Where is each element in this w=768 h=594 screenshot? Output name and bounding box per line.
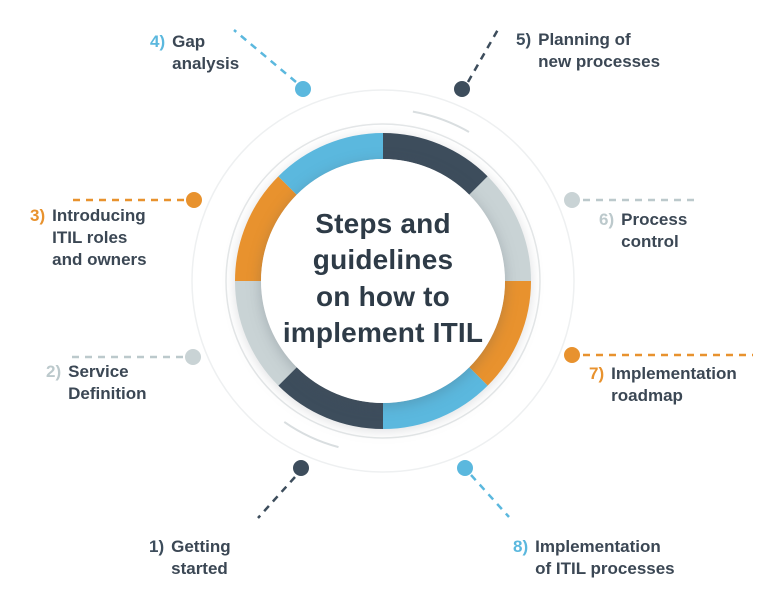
step-dot-3 [186,192,202,208]
connector-line-4 [233,29,297,83]
ring-segment-3 [235,176,297,282]
center-title: Steps and guidelines on how to implement… [282,208,484,349]
step-dot-8 [457,460,473,476]
step-text-1: Getting started [171,537,231,578]
step-number-3: 3) [30,206,46,225]
inner-guide-circle [225,123,541,439]
connector-line-1 [257,476,296,519]
step-number-8: 8) [513,537,529,556]
step-text-4: Gap analysis [172,32,240,73]
step-label-6: 6) Process control [599,209,687,253]
step-label-5: 5) Planning of new processes [516,29,660,73]
ring-segment-5 [382,133,488,195]
step-ring [235,133,531,429]
step-dot-4 [295,81,311,97]
step-label-7: 7) Implementation roadmap [589,363,737,407]
ring-segment-6 [469,176,531,282]
step-number-6: 6) [599,210,615,229]
step-number-5: 5) [516,30,532,49]
step-number-7: 7) [589,364,605,383]
step-label-8: 8) Implementation of ITIL processes [513,536,675,580]
step-text-6: Process control [621,210,688,251]
step-text-3: Introducing ITIL roles and owners [52,206,147,269]
step-text-5: Planning of new processes [538,30,661,71]
step-dot-2 [185,349,201,365]
step-label-4: 4) Gap analysis [150,31,239,75]
step-dot-7 [564,347,580,363]
ring-segment-8 [382,367,488,429]
ring-segment-4 [278,133,384,195]
step-text-8: Implementation of ITIL processes [535,537,675,578]
ring-segment-1 [278,367,384,429]
ring-segment-2 [235,280,297,386]
connector-line-8 [470,474,510,518]
step-number-1: 1) [149,537,165,556]
step-dot-5 [454,81,470,97]
center-disc [261,159,505,403]
decorative-arc-bottom-left [283,421,339,449]
decorative-arc-top-right [412,110,470,133]
step-label-3: 3) Introducing ITIL roles and owners [30,205,147,270]
step-text-7: Implementation roadmap [611,364,737,405]
connector-line-5 [466,25,502,83]
outer-guide-circle [191,89,575,473]
step-label-2: 2) Service Definition [46,361,147,405]
step-label-1: 1) Getting started [149,536,231,580]
step-number-2: 2) [46,362,62,381]
step-dot-6 [564,192,580,208]
ring-segment-7 [469,280,531,386]
step-dot-1 [293,460,309,476]
step-text-2: Service Definition [68,362,147,403]
step-number-4: 4) [150,32,166,51]
